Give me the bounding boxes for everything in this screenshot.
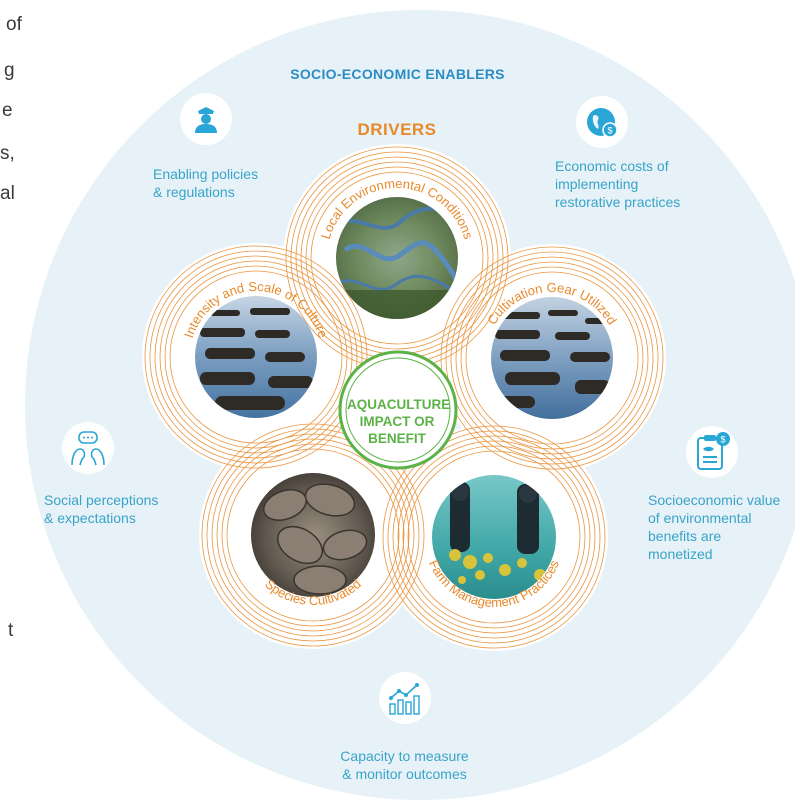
- center-circle: [338, 350, 458, 470]
- edge-fragment-4: s,: [0, 143, 15, 164]
- drivers-title: DRIVERS: [357, 120, 437, 139]
- cultivation-gear-photo: [491, 297, 613, 419]
- enabler-capacity: Capacity to measure & monitor outcomes: [333, 747, 476, 783]
- enabler-policies: Enabling policies & regulations: [153, 165, 258, 201]
- enabler-value-line-3: benefits are: [648, 528, 722, 544]
- enabler-costs-line-2: implementing: [555, 176, 639, 192]
- edge-fragment-3: e: [2, 100, 13, 121]
- globe-dollar-icon: $: [576, 96, 628, 148]
- enabler-costs: Economic costs of implementing restorati…: [555, 157, 680, 211]
- intensity-scale-photo: [195, 296, 317, 418]
- edge-fragment-1: of: [6, 14, 22, 35]
- enabler-value-line-4: monetized: [648, 546, 713, 562]
- enabler-value-line-1: Socioeconomic value: [648, 492, 781, 508]
- enabler-costs-line-3: restorative practices: [555, 194, 681, 210]
- species-photo: [251, 473, 375, 597]
- enabler-capacity-line-1: Capacity to measure: [340, 748, 469, 764]
- edge-fragment-2: g: [4, 60, 15, 81]
- enabler-policies-line-1: Enabling policies: [153, 166, 259, 182]
- enabler-value-line-2: of environmental: [648, 510, 752, 526]
- center-label: AQUACULTURE IMPACT OR BENEFIT: [347, 396, 451, 447]
- center-line-3: BENEFIT: [368, 431, 426, 446]
- edge-fragment-6: t: [8, 620, 14, 641]
- officer-icon: [180, 93, 232, 145]
- farm-management-photo: [432, 475, 556, 599]
- enabler-perceptions: Social perceptions & expectations: [44, 491, 158, 527]
- svg-text:$: $: [720, 435, 725, 445]
- chat-people-icon: [62, 422, 114, 474]
- center-line-2: IMPACT OR: [359, 414, 435, 429]
- enabler-policies-line-2: & regulations: [153, 184, 235, 200]
- enabler-capacity-line-2: & monitor outcomes: [342, 766, 467, 782]
- svg-text:$: $: [607, 126, 612, 136]
- enabler-value: Socioeconomic value of environmental ben…: [648, 491, 780, 563]
- center-line-1: AQUACULTURE: [347, 397, 451, 412]
- enabler-perceptions-line-2: & expectations: [44, 510, 136, 526]
- edge-fragment-5: al: [0, 183, 15, 204]
- enabler-costs-line-1: Economic costs of: [555, 158, 669, 174]
- enabler-perceptions-line-1: Social perceptions: [44, 492, 159, 508]
- clipboard-fish-icon: $: [686, 426, 738, 478]
- enablers-title: SOCIO-ECONOMIC ENABLERS: [290, 66, 505, 82]
- driver-rings: [144, 146, 664, 649]
- center-circle-inner: [345, 357, 451, 463]
- bar-chart-icon: [379, 672, 431, 724]
